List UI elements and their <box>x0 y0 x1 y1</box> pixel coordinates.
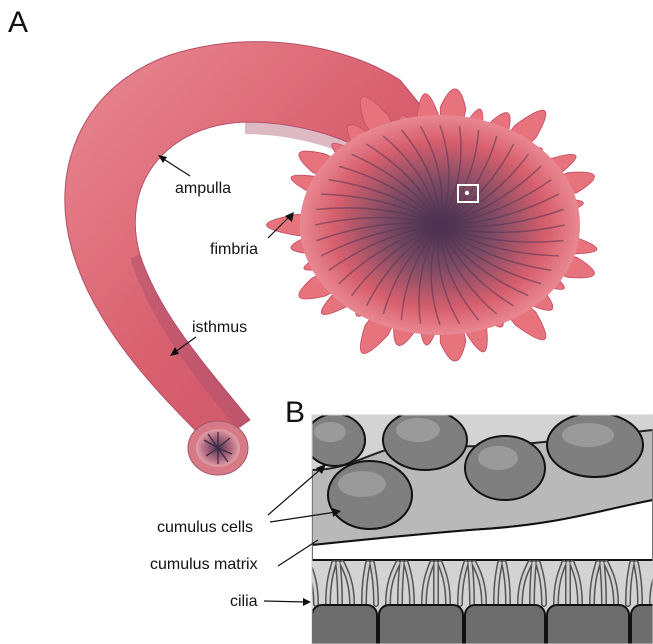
panel-letter-a: A <box>8 6 28 39</box>
ampulla-label: ampulla <box>175 180 231 197</box>
cilia-label: cilia <box>230 593 258 610</box>
label-cilia: cilia <box>230 593 311 610</box>
panel-letter-b: B <box>285 396 305 429</box>
label-ampulla: ampulla <box>158 155 231 197</box>
epithelial-cells <box>312 605 653 644</box>
ampulla-arrow <box>162 158 190 176</box>
fimbria-label: fimbria <box>210 241 258 258</box>
isthmus-label: isthmus <box>192 319 247 336</box>
cumulus-matrix-label: cumulus matrix <box>150 556 258 573</box>
label-cumulus-matrix: cumulus matrix <box>150 540 318 573</box>
cumulus-cells-label: cumulus cells <box>157 519 253 536</box>
isthmus-cross-section <box>188 421 248 475</box>
cilia-arrow <box>264 601 306 602</box>
